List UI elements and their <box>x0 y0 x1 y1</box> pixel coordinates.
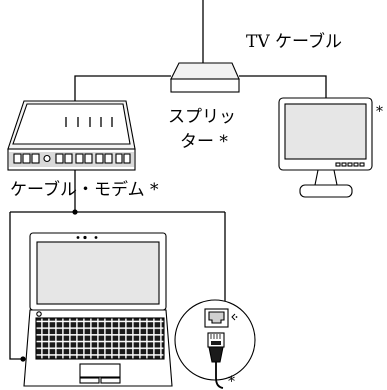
modem-port <box>65 154 72 163</box>
plug-latch <box>211 341 221 345</box>
modem-port <box>14 154 21 163</box>
monitor-screen <box>285 104 366 159</box>
modem-port <box>85 154 92 163</box>
modem-port <box>105 154 112 163</box>
monitor-button <box>360 163 364 166</box>
cable-asterisk: * <box>228 374 235 390</box>
laptop-camera <box>95 236 98 239</box>
laptop-icon <box>24 233 172 386</box>
monitor-button <box>354 163 358 166</box>
modem-power-jack <box>44 156 50 162</box>
port-detail-callout <box>175 300 255 388</box>
monitor-icon <box>279 98 372 197</box>
modem-port <box>124 154 130 163</box>
modem-port <box>32 154 39 163</box>
splitter-icon <box>171 63 239 92</box>
laptop-touchpad-button <box>80 378 99 383</box>
monitor-button <box>342 163 346 166</box>
splitter-top <box>171 63 239 79</box>
laptop-keyboard <box>36 318 164 359</box>
splitter-label-line2: ター * <box>180 132 228 152</box>
splitter-to-modem-cable <box>75 76 171 104</box>
monitor-stand-base <box>300 185 352 197</box>
splitter-to-monitor-cable <box>239 76 326 98</box>
monitor-stand-neck <box>315 170 337 185</box>
monitor-button <box>336 163 340 166</box>
laptop-camera <box>77 236 80 239</box>
tv-cable-label: TV ケーブル <box>246 31 342 52</box>
plug-boot <box>209 347 223 362</box>
cable-to-laptop <box>10 212 24 359</box>
laptop-touchpad <box>80 364 120 377</box>
monitor-asterisk: * <box>376 104 383 120</box>
modem-port <box>116 154 122 163</box>
laptop-screen <box>37 242 159 304</box>
splitter-label-line1: スプリッ <box>168 107 236 127</box>
network-symbol-dot <box>236 316 238 318</box>
modem-port <box>96 154 103 163</box>
laptop-touchpad-button <box>101 378 120 383</box>
junction-dot <box>72 209 77 214</box>
laptop-power-button <box>37 312 41 316</box>
splitter-front <box>171 79 239 92</box>
modem-port <box>23 154 30 163</box>
cable-modem-icon <box>8 101 135 170</box>
cable-modem-label: ケーブル・モデム * <box>10 179 159 200</box>
monitor-button <box>348 163 352 166</box>
modem-port <box>56 154 63 163</box>
laptop-connection-dot <box>20 356 25 361</box>
modem-port <box>76 154 83 163</box>
laptop-camera <box>83 236 86 239</box>
